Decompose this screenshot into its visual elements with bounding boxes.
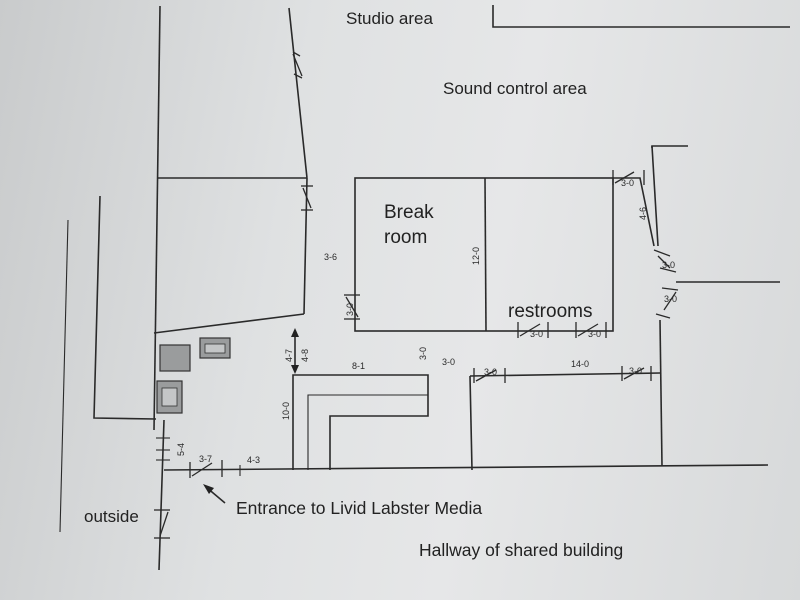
- dimension-labels: 3-6 12-0 4-6 3-0 3-0 3-0 3-0 3-0 3-0 4-7…: [176, 178, 677, 465]
- door-entrance: [189, 460, 223, 478]
- dim-5-4: 5-4: [176, 443, 186, 456]
- outside-wall-short: [93, 195, 157, 420]
- door-break-room: [344, 294, 360, 320]
- studio-wall: [492, 5, 790, 28]
- dim-3-0-mid2: 3-0: [442, 357, 455, 367]
- door-restroom-2: [575, 322, 607, 338]
- door-left-room-mid: [301, 185, 313, 211]
- dim-14-0: 14-0: [571, 359, 589, 369]
- break-restroom-block: [354, 177, 614, 332]
- double-arrow-icon: [291, 328, 299, 374]
- door-top-right: [612, 170, 645, 185]
- right-lower-wall: [659, 319, 663, 467]
- dim-4-7: 4-7: [284, 349, 294, 362]
- door-lower-office-2: [621, 366, 652, 381]
- entrance-arrow-icon: [203, 484, 226, 504]
- dim-3-0-mid1: 3-0: [418, 347, 428, 360]
- walls: [59, 5, 790, 571]
- furniture-sofa: [159, 344, 191, 372]
- lower-office-west-wall: [469, 375, 473, 471]
- dim-4-3: 4-3: [247, 455, 260, 465]
- right-room-wall-vert: [651, 145, 659, 247]
- label-break-line2: room: [384, 227, 427, 248]
- label-restrooms: restrooms: [508, 301, 592, 322]
- partition-outer: [292, 374, 429, 470]
- lower-office-north-wall: [469, 372, 661, 377]
- partition-inner: [307, 394, 428, 470]
- label-hallway: Hallway of shared building: [419, 540, 623, 560]
- door-lower-office-1: [473, 368, 506, 383]
- door-left-room-top: [292, 51, 303, 79]
- label-break-line1: Break: [384, 202, 434, 223]
- left-room-west-wall: [153, 5, 161, 431]
- entrance-west-wall: [158, 419, 165, 571]
- outside-wall-long: [59, 219, 69, 533]
- dim-12-0: 12-0: [471, 247, 481, 265]
- left-room-east-wall-lower: [303, 177, 308, 315]
- door-right-lower: [655, 287, 679, 319]
- dim-3-6: 3-6: [324, 252, 337, 262]
- dim-3-0-break: 3-0: [345, 303, 355, 316]
- dim-3-7: 3-7: [199, 454, 212, 464]
- dim-3-0-low2: 3-0: [629, 366, 642, 376]
- door-right-upper: [653, 249, 677, 273]
- dim-3-0-rest2: 3-0: [588, 329, 601, 339]
- break-restroom-divider: [484, 177, 487, 332]
- label-outside: outside: [84, 507, 139, 526]
- dim-3-0-right2: 3-0: [664, 294, 677, 304]
- dim-3-0-low1: 3-0: [484, 367, 497, 377]
- right-room-wall-top: [651, 145, 688, 148]
- dim-10-0: 10-0: [281, 402, 291, 420]
- label-entrance: Entrance to Livid Labster Media: [236, 498, 482, 518]
- dim-4-6: 4-6: [638, 207, 648, 220]
- dim-3-0-rest1: 3-0: [530, 329, 543, 339]
- hallway-wall: [163, 464, 769, 471]
- door-restroom-1: [517, 322, 549, 338]
- left-room-south-wall: [153, 313, 305, 334]
- furniture: [156, 337, 231, 414]
- dim-8-1: 8-1: [352, 361, 365, 371]
- label-sound-control: Sound control area: [443, 79, 587, 98]
- right-corridor-wall: [613, 177, 655, 247]
- door-outside: [154, 509, 170, 539]
- entrance-ticks: [156, 437, 241, 476]
- dim-4-8: 4-8: [300, 349, 310, 362]
- label-studio-area: Studio area: [346, 9, 433, 28]
- dim-3-0-right1: 3-0: [662, 260, 675, 270]
- left-room-east-wall-upper: [288, 7, 308, 179]
- doors: [154, 51, 679, 539]
- room-labels: Studio area Sound control area Break roo…: [84, 9, 623, 560]
- dim-3-0-top: 3-0: [621, 178, 634, 188]
